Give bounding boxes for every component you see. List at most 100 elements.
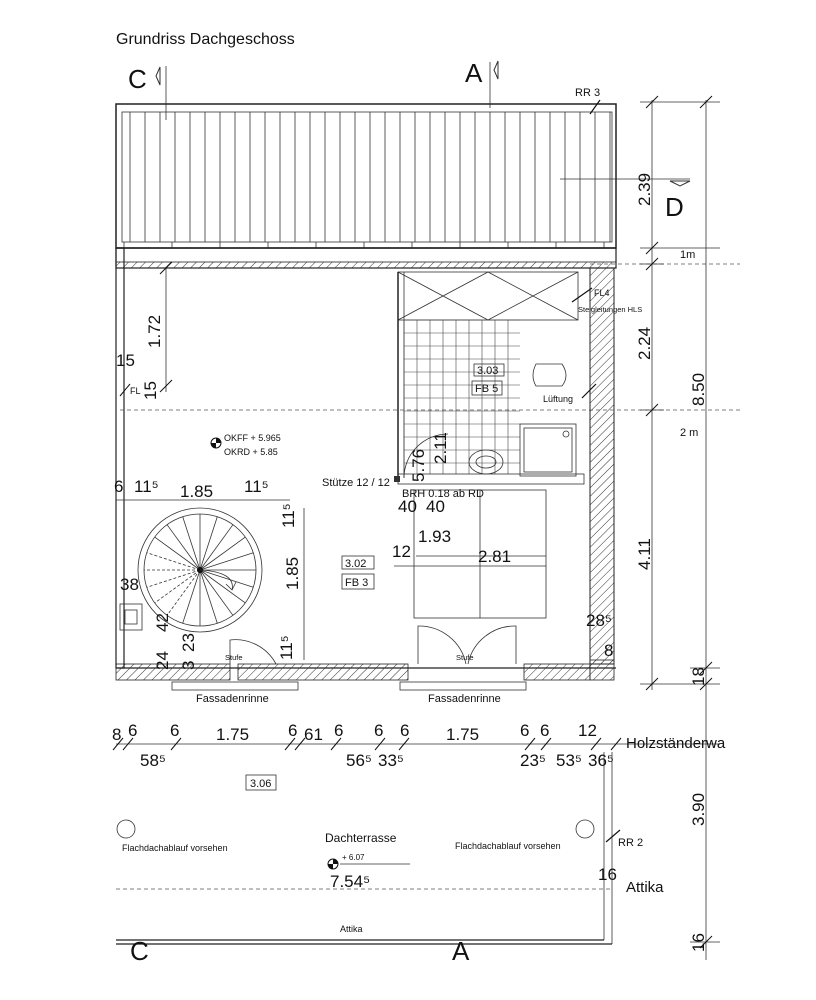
fl4-arrow <box>571 287 593 303</box>
room-3-02-fb: FB 3 <box>345 577 368 589</box>
dim-40-b: 40 <box>426 497 445 516</box>
dim-15-b: 15 <box>141 381 160 400</box>
room-3-02-fb-box <box>341 573 375 590</box>
dim-2-39: 2.39 <box>635 173 654 206</box>
dim-1-72: 1.72 <box>145 315 164 348</box>
outer-walls <box>115 247 617 681</box>
dim-24: 24 <box>153 651 172 670</box>
dim-1-93: 1.93 <box>418 527 451 546</box>
dim-23: 23 <box>179 633 198 652</box>
dim-16-right: 16 <box>689 933 708 952</box>
rr2-arrow <box>605 829 621 843</box>
dim-2m: 2 m <box>680 427 698 439</box>
fl-left-arrow <box>119 383 131 397</box>
lueftung-label: Lüftung <box>543 394 573 404</box>
hatch-opening <box>119 603 143 631</box>
stufe-left-label: Stufe <box>225 653 243 662</box>
dim-3-90: 3.90 <box>689 793 708 826</box>
section-mark-d: D <box>665 192 684 222</box>
dim-b-8: 8 <box>112 725 121 744</box>
dim-11-5-v: 11⁵ <box>279 503 298 528</box>
gutter-right <box>399 681 527 691</box>
brh-label: BRH 0.18 ab RD <box>402 488 484 500</box>
dim-b-6-c: 6 <box>288 721 297 740</box>
room-3-06-number: 3.06 <box>250 778 271 790</box>
gutter-left <box>171 681 299 691</box>
section-arrow-c-top <box>155 66 161 86</box>
section-mark-a-top: A <box>465 58 483 88</box>
fassadenrinne-left-label: Fassadenrinne <box>196 693 269 705</box>
dim-b-56-5: 56⁵ <box>346 751 372 770</box>
dim-11-5-b: 11⁵ <box>244 477 269 496</box>
drain-right-icon <box>575 819 595 839</box>
dim-b-6-g: 6 <box>520 721 529 740</box>
room-3-03-number-box <box>473 363 505 377</box>
dim-2-11: 2.11 <box>431 432 450 464</box>
dim-b-6-h: 6 <box>540 721 549 740</box>
dim-b-58-5: 58⁵ <box>140 751 166 770</box>
attika-bottom-label: Attika <box>340 924 363 934</box>
dim-b-53-5: 53⁵ <box>556 751 582 770</box>
terrace-level-label: + 6.07 <box>342 853 365 862</box>
dim-42: 42 <box>153 613 172 632</box>
dim-b-1-75-a: 1.75 <box>216 725 249 744</box>
section-arrow-a-top <box>493 60 499 80</box>
room-3-02-number: 3.02 <box>345 558 366 570</box>
dim-11-5-a: 11⁵ <box>134 477 159 496</box>
dim-12: 12 <box>392 542 411 561</box>
holzstaender-label: Holzständerwa <box>626 735 726 752</box>
room-3-02-number-box <box>341 555 375 570</box>
dim-b-1-75-b: 1.75 <box>446 725 479 744</box>
stufe-right-label: Stufe <box>456 653 474 662</box>
room-3-03-number: 3.03 <box>477 365 498 377</box>
dim-38: 38 <box>120 575 139 594</box>
section-arrow-d <box>669 180 691 187</box>
fl4-label: FL4 <box>594 288 610 298</box>
dim-1m: 1m <box>680 249 695 261</box>
section-mark-a-bottom: A <box>452 936 470 966</box>
dim-6-a: 6 <box>114 477 123 496</box>
section-mark-c-bottom: C <box>130 936 149 966</box>
room-3-02 <box>229 489 547 665</box>
right-dimension-lines <box>640 95 720 960</box>
dim-8-50: 8.50 <box>689 373 708 406</box>
okrd-label: OKRD + 5.85 <box>224 447 278 457</box>
section-mark-c-top: C <box>128 64 147 94</box>
fl-left-label: FL <box>130 386 141 396</box>
dim-11-5-c: 11⁵ <box>277 635 296 660</box>
room-3-03-fb-box <box>471 380 503 396</box>
dim-5-76: 5.76 <box>409 449 428 482</box>
dim-7-54-5: 7.54⁵ <box>330 872 370 891</box>
rr2-label: RR 2 <box>618 837 643 849</box>
dachterrasse-label: Dachterrasse <box>325 831 397 845</box>
dim-8: 8 <box>604 641 613 660</box>
dim-16-b: 16 <box>598 865 617 884</box>
dim-b-6-d: 6 <box>334 721 343 740</box>
dim-b-23-5: 23⁵ <box>520 751 546 770</box>
dim-b-6-b: 6 <box>170 721 179 740</box>
dim-3: 3 <box>179 661 198 670</box>
dim-28-5: 28⁵ <box>586 611 612 630</box>
roof-rafters <box>115 103 617 249</box>
flachdach-left-label: Flachdachablauf vorsehen <box>122 843 228 853</box>
drawing-title: Grundriss Dachgeschoss <box>116 31 295 48</box>
dim-b-61: 61 <box>304 725 323 744</box>
bathroom-3-03 <box>397 271 585 485</box>
steigleitungen-label: Steigleitungen HLS <box>578 305 642 314</box>
room-3-06-number-box <box>245 774 277 791</box>
dim-40-a: 40 <box>398 497 417 516</box>
dim-15-a: 15 <box>116 351 135 370</box>
dim-1-85-h: 1.85 <box>180 482 213 501</box>
lueftung-arrow <box>581 383 597 399</box>
rr3-label: RR 3 <box>575 87 600 99</box>
okff-label: OKFF + 5.965 <box>224 433 281 443</box>
dim-b-6-e: 6 <box>374 721 383 740</box>
flachdach-right-label: Flachdachablauf vorsehen <box>455 841 561 851</box>
dim-b-33-5: 33⁵ <box>378 751 404 770</box>
attika-right-label: Attika <box>626 879 664 896</box>
dim-b-12: 12 <box>578 721 597 740</box>
spiral-staircase <box>137 507 263 633</box>
room-3-03-fb: FB 5 <box>475 383 498 395</box>
dim-2-81: 2.81 <box>478 547 511 566</box>
